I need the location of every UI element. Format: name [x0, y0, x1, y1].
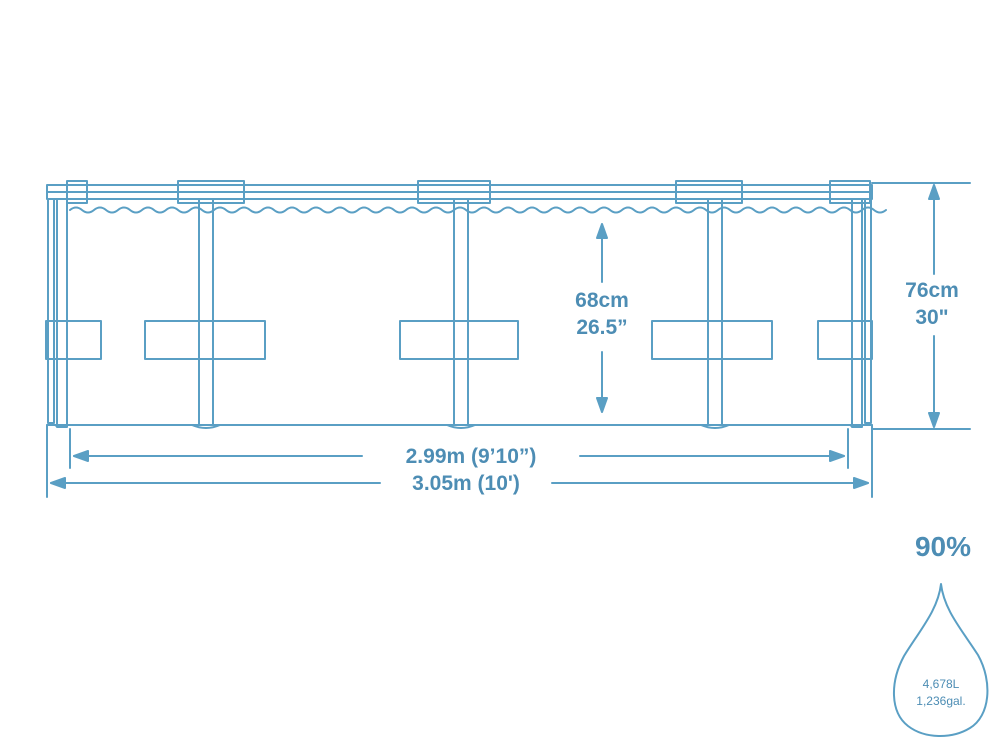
capacity-gallons-label: 1,236gal.: [916, 694, 965, 708]
rail-connector: [66, 180, 88, 204]
leg-support: [45, 320, 102, 360]
rail-connector: [829, 180, 871, 204]
leg-support: [399, 320, 519, 360]
wall-height-in-label: 30": [915, 306, 948, 329]
pool-legs: [47, 198, 872, 428]
inner-diameter-label: 2.99m (9’10”): [406, 445, 537, 468]
pool-leg: [707, 198, 723, 426]
pool-leg: [47, 198, 55, 424]
leg-support: [817, 320, 873, 360]
wall-height-cm-label: 76cm: [905, 279, 959, 302]
pool-leg: [56, 198, 68, 428]
rail-connector: [177, 180, 245, 204]
capacity-liters-label: 4,678L: [923, 677, 960, 691]
pool-leg: [453, 198, 469, 426]
fill-percent-label: 90%: [915, 531, 971, 562]
pool-leg: [198, 198, 214, 426]
water-depth-in-label: 26.5”: [576, 316, 627, 339]
water-depth-cm-label: 68cm: [575, 289, 629, 312]
water-depth-arrow: [596, 223, 608, 413]
outer-diameter-arrow: [50, 477, 869, 489]
pool-base: [46, 424, 873, 498]
pool-leg: [851, 198, 863, 428]
wall-height-arrow: [871, 182, 971, 430]
leg-supports: [45, 320, 873, 360]
leg-support: [651, 320, 773, 360]
leg-support: [144, 320, 266, 360]
inner-diameter-arrow: [73, 450, 845, 462]
water-drop-icon: [893, 583, 989, 737]
outer-diameter-label: 3.05m (10'): [412, 472, 520, 495]
pool-leg: [864, 198, 872, 424]
water-surface-line: [69, 206, 887, 214]
